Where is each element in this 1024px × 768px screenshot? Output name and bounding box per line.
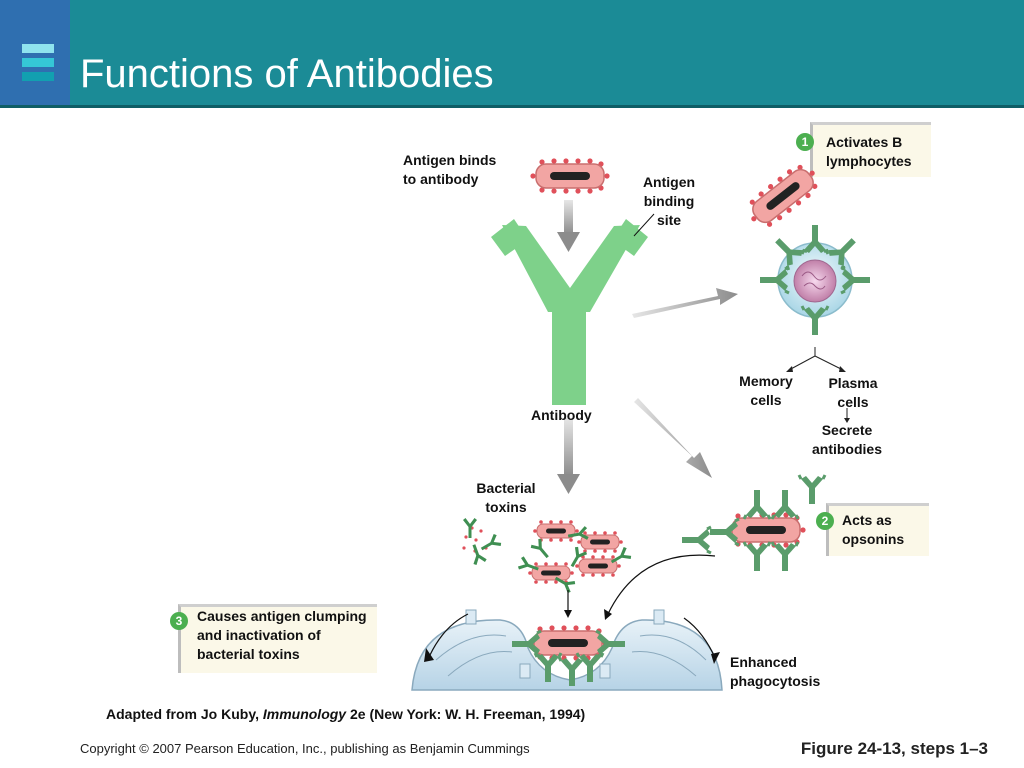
label-secrete-antibodies: Secrete antibodies xyxy=(804,421,890,459)
differentiation-arrows xyxy=(788,347,848,418)
label-bacterial-toxins: Bacterial toxins xyxy=(468,479,544,517)
label-binding-site-line1: Antigen xyxy=(642,174,696,190)
step-3-line2: and inactivation of xyxy=(197,627,321,643)
step-2-line2: opsonins xyxy=(842,531,905,547)
label-plasma-line2: cells xyxy=(837,394,869,410)
toxin-cluster xyxy=(462,518,503,566)
process-arrows xyxy=(429,554,717,661)
opsonized-bacterium xyxy=(680,488,807,573)
step-3-text: Causes antigen clumping and inactivation… xyxy=(197,607,367,664)
logo-bar-bottom xyxy=(22,72,54,81)
label-plasma-cells: Plasma cells xyxy=(818,374,888,412)
step-2-badge: 2 xyxy=(816,512,834,530)
arrow-antibody-to-toxins xyxy=(557,418,580,494)
step-3-line3: bacterial toxins xyxy=(197,646,300,662)
step-1-line2: lymphocytes xyxy=(826,153,912,169)
clumped-antigens xyxy=(517,519,633,595)
slide-header xyxy=(0,0,1024,105)
label-phago-line2: phagocytosis xyxy=(730,673,821,689)
slide-title: Functions of Antibodies xyxy=(80,52,494,96)
arrow-to-opsonins xyxy=(634,398,712,478)
antibody-shape xyxy=(491,219,648,405)
label-secrete-line2: antibodies xyxy=(811,441,882,457)
step-1-line1: Activates B xyxy=(826,134,903,150)
slide-logo xyxy=(0,0,70,105)
logo-bar-middle xyxy=(22,58,54,67)
label-toxins-line2: toxins xyxy=(485,499,527,515)
logo-bar-top xyxy=(22,44,54,53)
label-antibody: Antibody xyxy=(531,407,592,423)
arrow-to-b-cell xyxy=(632,288,738,318)
label-plasma-line1: Plasma xyxy=(828,375,878,391)
citation-prefix: Adapted from Jo Kuby, xyxy=(106,706,263,722)
citation: Adapted from Jo Kuby, Immunology 2e (New… xyxy=(106,706,585,722)
label-memory-cells: Memory cells xyxy=(730,372,802,410)
step-1-text: Activates B lymphocytes xyxy=(826,133,912,171)
step-3-badge: 3 xyxy=(170,612,188,630)
citation-suffix: 2e (New York: W. H. Freeman, 1994) xyxy=(346,706,586,722)
copyright-notice: Copyright © 2007 Pearson Education, Inc.… xyxy=(80,741,530,756)
arrow-antigen-to-antibody xyxy=(557,200,580,252)
phagocyte xyxy=(411,609,723,691)
label-binding-site-line3: site xyxy=(656,212,682,228)
step-1-badge: 1 xyxy=(796,133,814,151)
b-lymphocyte xyxy=(758,223,872,337)
figure-reference: Figure 24-13, steps 1–3 xyxy=(800,739,988,758)
label-enhanced-phagocytosis: Enhanced phagocytosis xyxy=(730,653,820,691)
label-memory-line1: Memory xyxy=(739,373,793,389)
bound-antigen-b-cell xyxy=(740,157,826,235)
step-2-text: Acts as opsonins xyxy=(842,511,904,549)
label-toxins-line1: Bacterial xyxy=(476,480,536,496)
label-phago-line1: Enhanced xyxy=(730,654,797,670)
step-3-line1: Causes antigen clumping xyxy=(197,608,367,624)
header-rule xyxy=(0,105,1024,108)
step-2-line1: Acts as xyxy=(842,512,892,528)
label-antigen-binds-line1: Antigen binds xyxy=(403,152,497,168)
label-antigen-binds: Antigen binds to antibody xyxy=(403,151,496,189)
step-1-callout xyxy=(810,122,931,177)
citation-title: Immunology xyxy=(262,706,347,722)
label-memory-line2: cells xyxy=(750,392,782,408)
binding-site-pointer xyxy=(633,213,655,237)
label-binding-site-line2: binding xyxy=(643,193,695,209)
step-3-callout xyxy=(178,604,377,673)
label-secrete-line1: Secrete xyxy=(821,422,873,438)
label-antigen-binds-line2: to antibody xyxy=(403,171,479,187)
label-binding-site: Antigen binding site xyxy=(636,173,702,230)
antigen-bacterium xyxy=(529,157,611,195)
